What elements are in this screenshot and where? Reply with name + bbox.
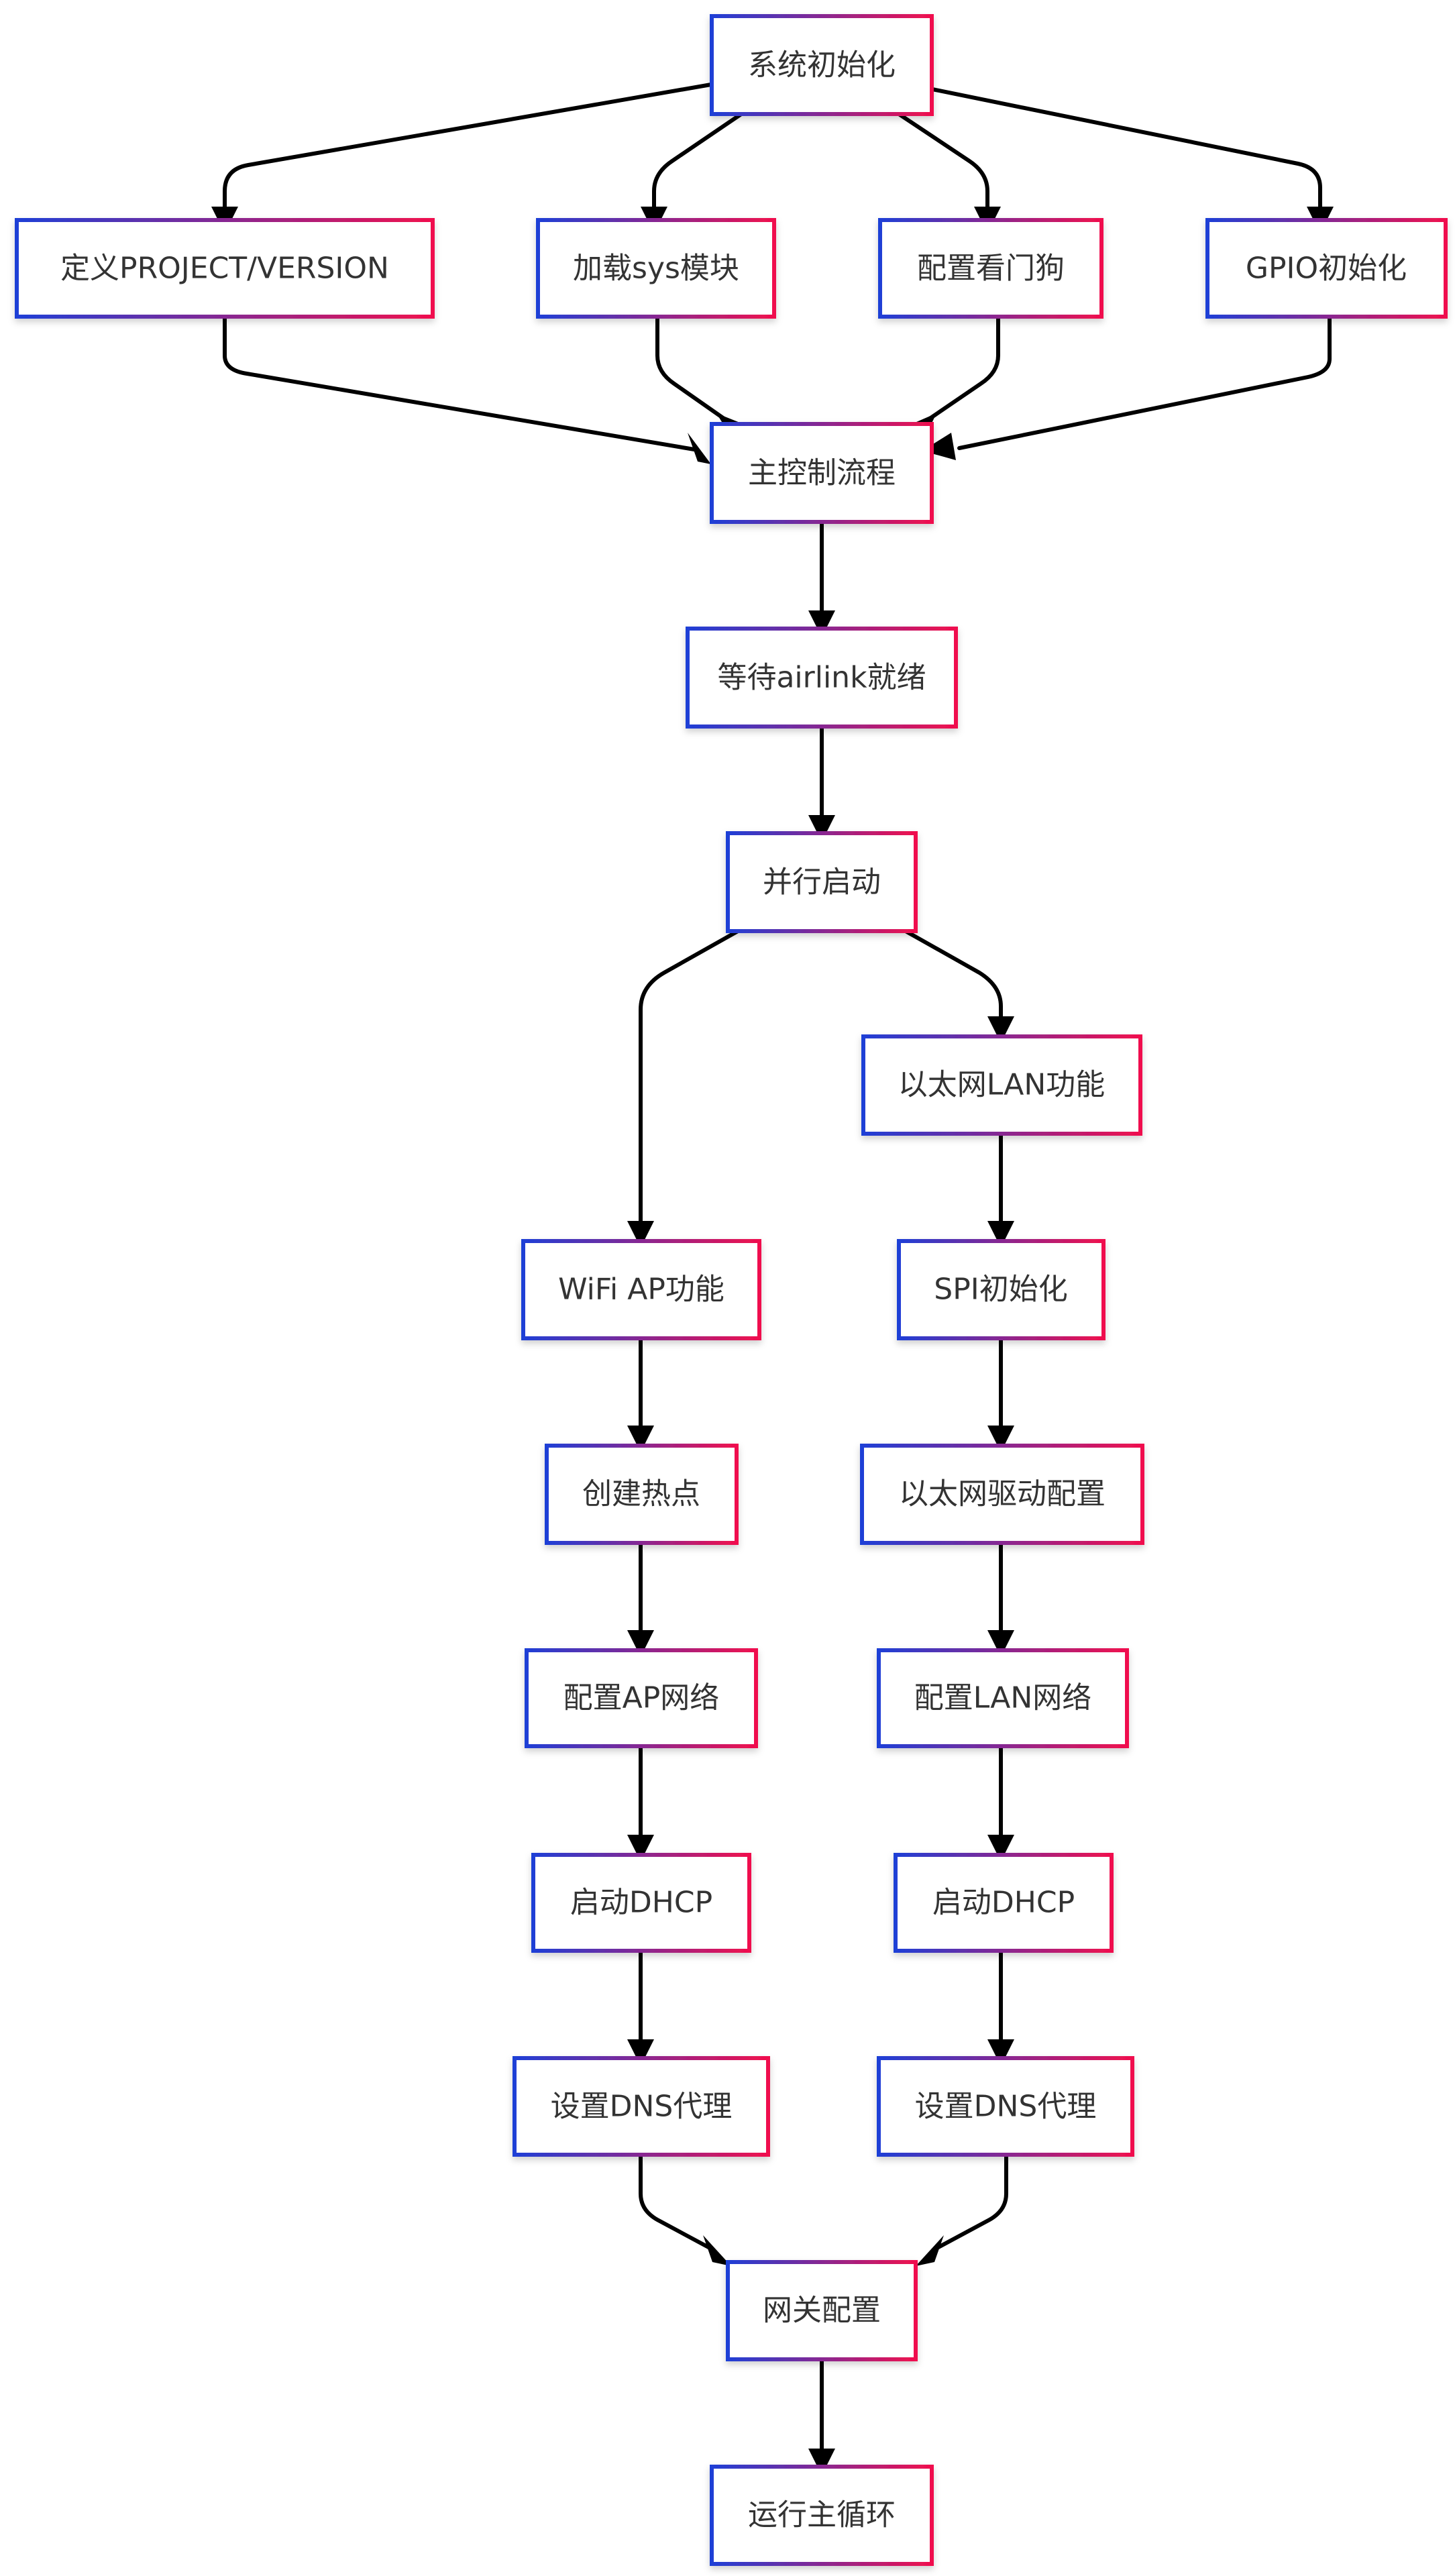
node-set-dns-proxy-lan[interactable]: 设置DNS代理 [877,2056,1134,2157]
arrowhead [987,1016,1014,1043]
node-gpio-init[interactable]: GPIO初始化 [1205,218,1448,319]
node-label: 创建热点 [582,1477,700,1511]
edge-system-init-to-watchdog [897,112,989,209]
node-start-dhcp-lan[interactable]: 启动DHCP [894,1853,1114,1953]
node-set-dns-proxy-ap[interactable]: 设置DNS代理 [513,2056,770,2157]
arrowhead [808,815,835,842]
edge-system-init-to-gpio [927,87,1322,209]
arrowhead [627,1630,654,1657]
arrowhead [808,610,835,637]
node-configure-lan-network[interactable]: 配置LAN网络 [877,1648,1129,1748]
node-label: 配置AP网络 [563,1681,720,1715]
node-ethernet-lan-function[interactable]: 以太网LAN功能 [861,1034,1142,1136]
node-label: WiFi AP功能 [558,1273,724,1307]
node-spi-init[interactable]: SPI初始化 [897,1239,1106,1340]
arrowheads [211,207,1334,2475]
node-main-control-flow[interactable]: 主控制流程 [710,422,934,524]
arrowhead [987,1426,1014,1452]
node-run-main-loop[interactable]: 运行主循环 [710,2465,934,2566]
node-label: 设置DNS代理 [551,2090,733,2124]
node-label: 加载sys模块 [573,252,739,286]
node-label: 定义PROJECT/VERSION [60,252,389,286]
node-label: 运行主循环 [748,2498,896,2532]
edge-gpio-to-main [957,315,1332,450]
edge-load-sys-to-main [655,315,730,423]
arrowhead [987,1835,1014,1862]
node-label: 以太网LAN功能 [898,1068,1106,1102]
nodes: 系统初始化 定义PROJECT/VERSION 加载sys模块 配置看门狗 GP… [15,14,1448,2566]
node-label: 等待airlink就绪 [717,661,926,695]
edge-watchdog-to-main [924,315,1000,423]
edge-system-init-to-define-project [223,83,713,209]
edge-dns-lan-to-gateway [934,2153,1008,2251]
node-configure-watchdog[interactable]: 配置看门狗 [878,218,1103,319]
edges [223,83,1332,2451]
edge-define-project-to-main [223,315,696,451]
edge-parallel-to-ethernet-lan [904,929,1003,1018]
edge-system-init-to-load-sys [652,112,743,209]
arrowhead [627,1835,654,1862]
node-ethernet-driver-config[interactable]: 以太网驱动配置 [860,1444,1144,1545]
node-gateway-config[interactable]: 网关配置 [726,2260,918,2361]
node-label: SPI初始化 [934,1273,1067,1307]
arrowhead [922,433,956,460]
node-load-sys-module[interactable]: 加载sys模块 [536,218,776,319]
node-label: 启动DHCP [570,1886,712,1920]
arrowhead [987,1630,1014,1657]
arrowhead [808,2449,835,2475]
node-define-project-version[interactable]: 定义PROJECT/VERSION [15,218,435,319]
arrowhead [703,2235,731,2266]
arrowhead [688,433,711,464]
arrowhead [987,1221,1014,1248]
edge-dns-ap-to-gateway [639,2153,713,2251]
node-label: 配置看门狗 [917,252,1065,286]
node-wifi-ap-function[interactable]: WiFi AP功能 [521,1239,761,1340]
node-label: 主控制流程 [748,456,896,490]
node-system-init[interactable]: 系统初始化 [710,14,934,116]
node-label: 以太网驱动配置 [899,1477,1106,1511]
node-start-dhcp-ap[interactable]: 启动DHCP [531,1853,751,1953]
node-label: 设置DNS代理 [915,2090,1097,2124]
node-parallel-start[interactable]: 并行启动 [726,831,918,933]
node-label: 配置LAN网络 [914,1681,1092,1715]
node-label: 系统初始化 [748,48,896,83]
arrowhead [627,2039,654,2066]
node-wait-airlink-ready[interactable]: 等待airlink就绪 [686,627,958,729]
node-label: 启动DHCP [932,1886,1075,1920]
arrowhead [627,1221,654,1248]
node-label: 并行启动 [763,865,881,900]
edge-parallel-to-wifi-ap [639,929,740,1223]
node-label: GPIO初始化 [1246,252,1407,286]
arrowhead [627,1426,654,1452]
arrowhead [987,2039,1014,2066]
node-configure-ap-network[interactable]: 配置AP网络 [525,1648,758,1748]
node-label: 网关配置 [763,2294,881,2328]
arrowhead [916,2235,944,2266]
node-create-hotspot[interactable]: 创建热点 [545,1444,739,1545]
